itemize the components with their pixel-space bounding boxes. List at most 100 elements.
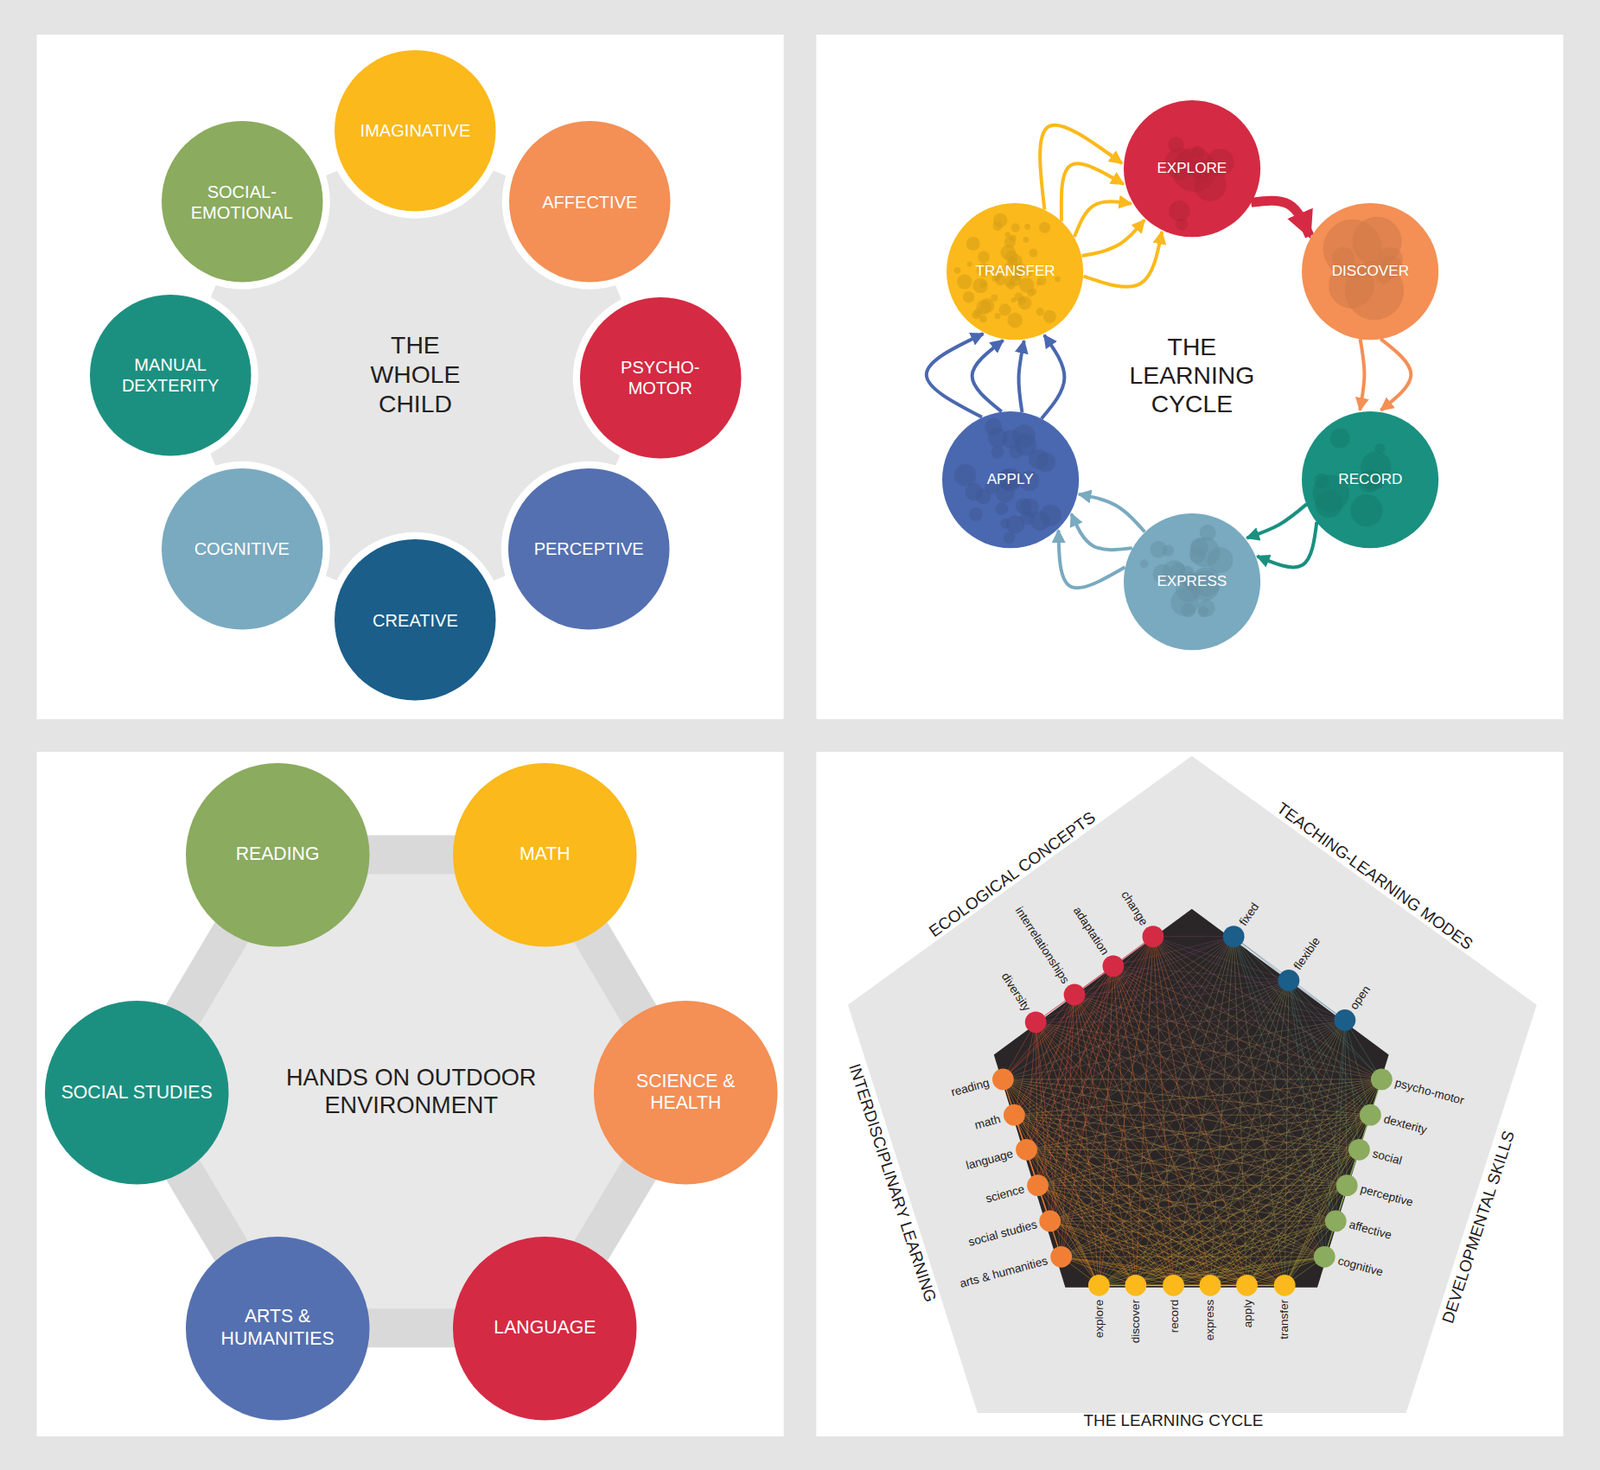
cycle-stage: TRANSFER bbox=[946, 203, 1084, 340]
texture-spot bbox=[1005, 231, 1011, 237]
concept-dot bbox=[1025, 1011, 1047, 1033]
texture-spot bbox=[990, 446, 1004, 459]
section-title: ECOLOGICAL CONCEPTS bbox=[925, 808, 1100, 942]
skill-circle: PSYCHO- MOTOR bbox=[580, 297, 742, 459]
mesh-line bbox=[1038, 1079, 1383, 1186]
node-shape bbox=[161, 121, 324, 283]
node-label: SCIENCE & HEALTH bbox=[609, 1070, 763, 1116]
node-label: EXPLORE bbox=[1156, 159, 1227, 179]
mesh-line bbox=[1050, 1221, 1248, 1286]
texture-spot bbox=[1007, 280, 1016, 290]
node-shape bbox=[89, 294, 252, 457]
node-label: SOCIAL- EMOTIONAL bbox=[172, 181, 311, 224]
cycle-arrow bbox=[1256, 522, 1317, 568]
white-ring bbox=[502, 114, 678, 290]
mesh-line bbox=[1002, 1079, 1099, 1286]
mesh-line bbox=[1233, 937, 1325, 1258]
node-label: AFFECTIVE bbox=[541, 191, 638, 213]
node-label: EXPRESS bbox=[1156, 573, 1227, 592]
concept-label: flexible bbox=[1291, 935, 1324, 974]
texture-spot bbox=[1002, 531, 1015, 544]
node-label: APPLY bbox=[987, 471, 1034, 490]
mesh-line bbox=[1113, 966, 1336, 1222]
node-label: READING bbox=[235, 843, 320, 867]
section-title: INTERDISCIPLINARY LEARNING bbox=[845, 1062, 941, 1306]
white-ring bbox=[153, 461, 330, 638]
texture-spot bbox=[1168, 200, 1190, 222]
mesh-line bbox=[1050, 1221, 1211, 1286]
texture-spot bbox=[976, 299, 992, 315]
circle-fill bbox=[593, 1000, 778, 1185]
mesh-line bbox=[1026, 980, 1289, 1150]
concept-label: explore bbox=[1092, 1300, 1107, 1339]
mesh-line bbox=[1173, 1185, 1348, 1287]
circle-fill bbox=[1301, 203, 1439, 340]
mesh-line bbox=[1038, 1115, 1371, 1186]
texture-spot bbox=[984, 417, 1002, 435]
mesh-line bbox=[1074, 937, 1154, 995]
texture-spot bbox=[1330, 428, 1351, 449]
concept-label: express bbox=[1203, 1300, 1218, 1342]
texture-spot bbox=[962, 291, 975, 303]
mesh-line bbox=[1026, 1149, 1062, 1257]
concept-dot bbox=[1064, 984, 1086, 1007]
texture-spot bbox=[1191, 145, 1205, 159]
mesh-line bbox=[1061, 1256, 1326, 1258]
mesh-line bbox=[1026, 1079, 1383, 1150]
concept-label: change bbox=[1118, 888, 1151, 929]
texture-spot bbox=[1014, 292, 1024, 301]
mesh-line bbox=[1038, 1185, 1211, 1287]
concept-dot bbox=[1199, 1274, 1222, 1297]
texture-spot bbox=[1011, 223, 1020, 232]
cycle-arrow bbox=[1078, 494, 1145, 533]
mesh-line bbox=[1135, 1115, 1371, 1286]
texture-spot bbox=[954, 267, 962, 275]
mesh-line bbox=[1153, 937, 1359, 1151]
mesh-line bbox=[1026, 1149, 1248, 1286]
cycle-arrow bbox=[1246, 503, 1307, 538]
cycle-stage: APPLY bbox=[942, 411, 1079, 549]
subject-circle: ARTS & HUMANITIES bbox=[185, 1236, 370, 1421]
node-label: DISCOVER bbox=[1332, 262, 1409, 281]
concept-dot bbox=[1015, 1139, 1038, 1161]
hub-title: HANDS ON OUTDOOR ENVIRONMENT bbox=[263, 1064, 560, 1121]
white-ring bbox=[327, 532, 504, 708]
concept-dot bbox=[1124, 1274, 1147, 1297]
concept-dot bbox=[1039, 1211, 1061, 1233]
white-ring bbox=[572, 289, 748, 466]
node-label: SOCIAL STUDIES bbox=[61, 1082, 213, 1105]
texture-spot bbox=[1036, 307, 1045, 316]
node-label: MATH bbox=[519, 843, 571, 867]
node-label: PSYCHO- MOTOR bbox=[591, 356, 729, 399]
cycle-arrow bbox=[1019, 340, 1025, 412]
cycle-arrow bbox=[926, 333, 984, 418]
concept-label: interrelationships bbox=[1012, 905, 1072, 987]
subject-circle: SCIENCE & HEALTH bbox=[593, 1000, 778, 1185]
mesh-line bbox=[1113, 966, 1136, 1286]
circle-fill bbox=[185, 763, 370, 947]
mesh-line bbox=[1026, 1149, 1286, 1286]
concept-dot bbox=[1333, 1009, 1356, 1032]
texture-spot bbox=[1008, 445, 1022, 459]
concept-dot bbox=[1102, 955, 1124, 977]
mesh-line bbox=[1026, 1149, 1326, 1257]
mesh-line bbox=[1026, 1149, 1337, 1222]
subject-circle: MATH bbox=[452, 763, 637, 947]
white-ring bbox=[327, 43, 504, 219]
circle-fill bbox=[1123, 513, 1261, 651]
texture-spot bbox=[1000, 518, 1011, 530]
concept-label: record bbox=[1166, 1300, 1181, 1333]
mesh-line bbox=[1002, 1078, 1382, 1080]
texture-spot bbox=[1189, 536, 1220, 568]
cycle-arrow bbox=[1083, 231, 1162, 287]
node-label: COGNITIVE bbox=[194, 538, 290, 560]
mesh-line bbox=[1061, 1256, 1174, 1286]
cycle-arrow bbox=[972, 340, 1004, 413]
concept-dot bbox=[1274, 1274, 1296, 1297]
texture-spot bbox=[991, 294, 999, 302]
mesh-line bbox=[1098, 937, 1154, 1287]
concept-dot bbox=[1142, 925, 1165, 948]
mesh-line bbox=[1026, 1149, 1211, 1286]
circle-fill bbox=[334, 50, 497, 212]
panel bbox=[37, 34, 785, 720]
